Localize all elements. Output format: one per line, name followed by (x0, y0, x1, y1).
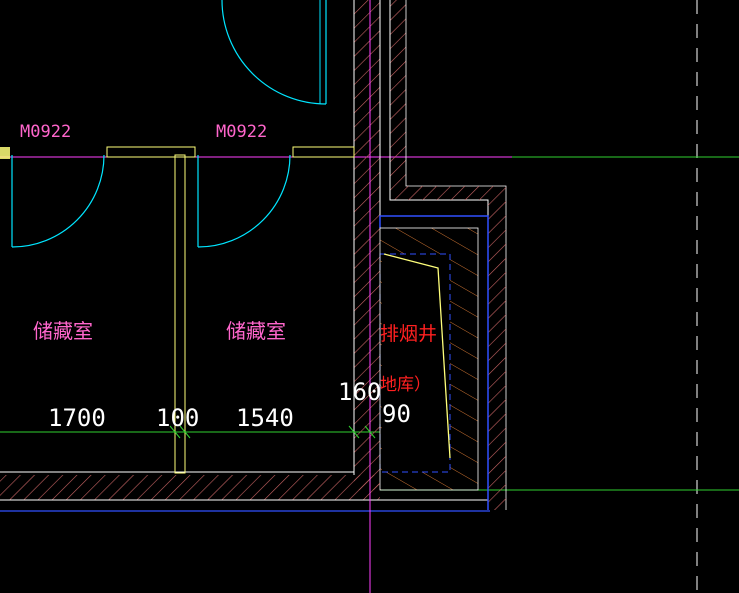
door-tag-left: M0922 (20, 122, 71, 142)
wall-vertical-hatch (354, 0, 380, 490)
shaft-inner-outline (379, 253, 451, 473)
shaft-outer-line (379, 227, 479, 491)
shaft-name: 排烟井 (380, 323, 437, 345)
wall-outer-hatch-top (390, 0, 406, 200)
shaft-sub: 地库） (380, 375, 431, 395)
dimension-160: 160 (338, 378, 381, 406)
door-swing-left (11, 154, 105, 248)
dimension-100: 100 (156, 404, 199, 432)
door-lintel-right (292, 146, 355, 158)
shaft-blue-outline (379, 215, 489, 510)
door-frame-leftmost (0, 147, 10, 159)
dimension-1540: 1540 (236, 404, 294, 432)
dimension-ticks (169, 425, 376, 439)
wall-bottom-hatch (0, 475, 380, 500)
room-name-left: 储藏室 (33, 319, 93, 343)
door-tag-right: M0922 (216, 122, 267, 142)
dimension-1700: 1700 (48, 404, 106, 432)
wall-outer-hatch-right (488, 200, 506, 510)
dimension-90: 90 (382, 400, 411, 428)
shaft-inner-black (382, 254, 450, 472)
door-swing-top (221, 0, 327, 105)
shaft-yellow-liner (383, 253, 451, 459)
door-swing-right (197, 154, 291, 248)
partition-wall (174, 154, 186, 474)
room-name-right: 储藏室 (226, 319, 286, 343)
wall-outer-hatch-step (406, 186, 506, 200)
door-lintel-left (106, 146, 196, 158)
